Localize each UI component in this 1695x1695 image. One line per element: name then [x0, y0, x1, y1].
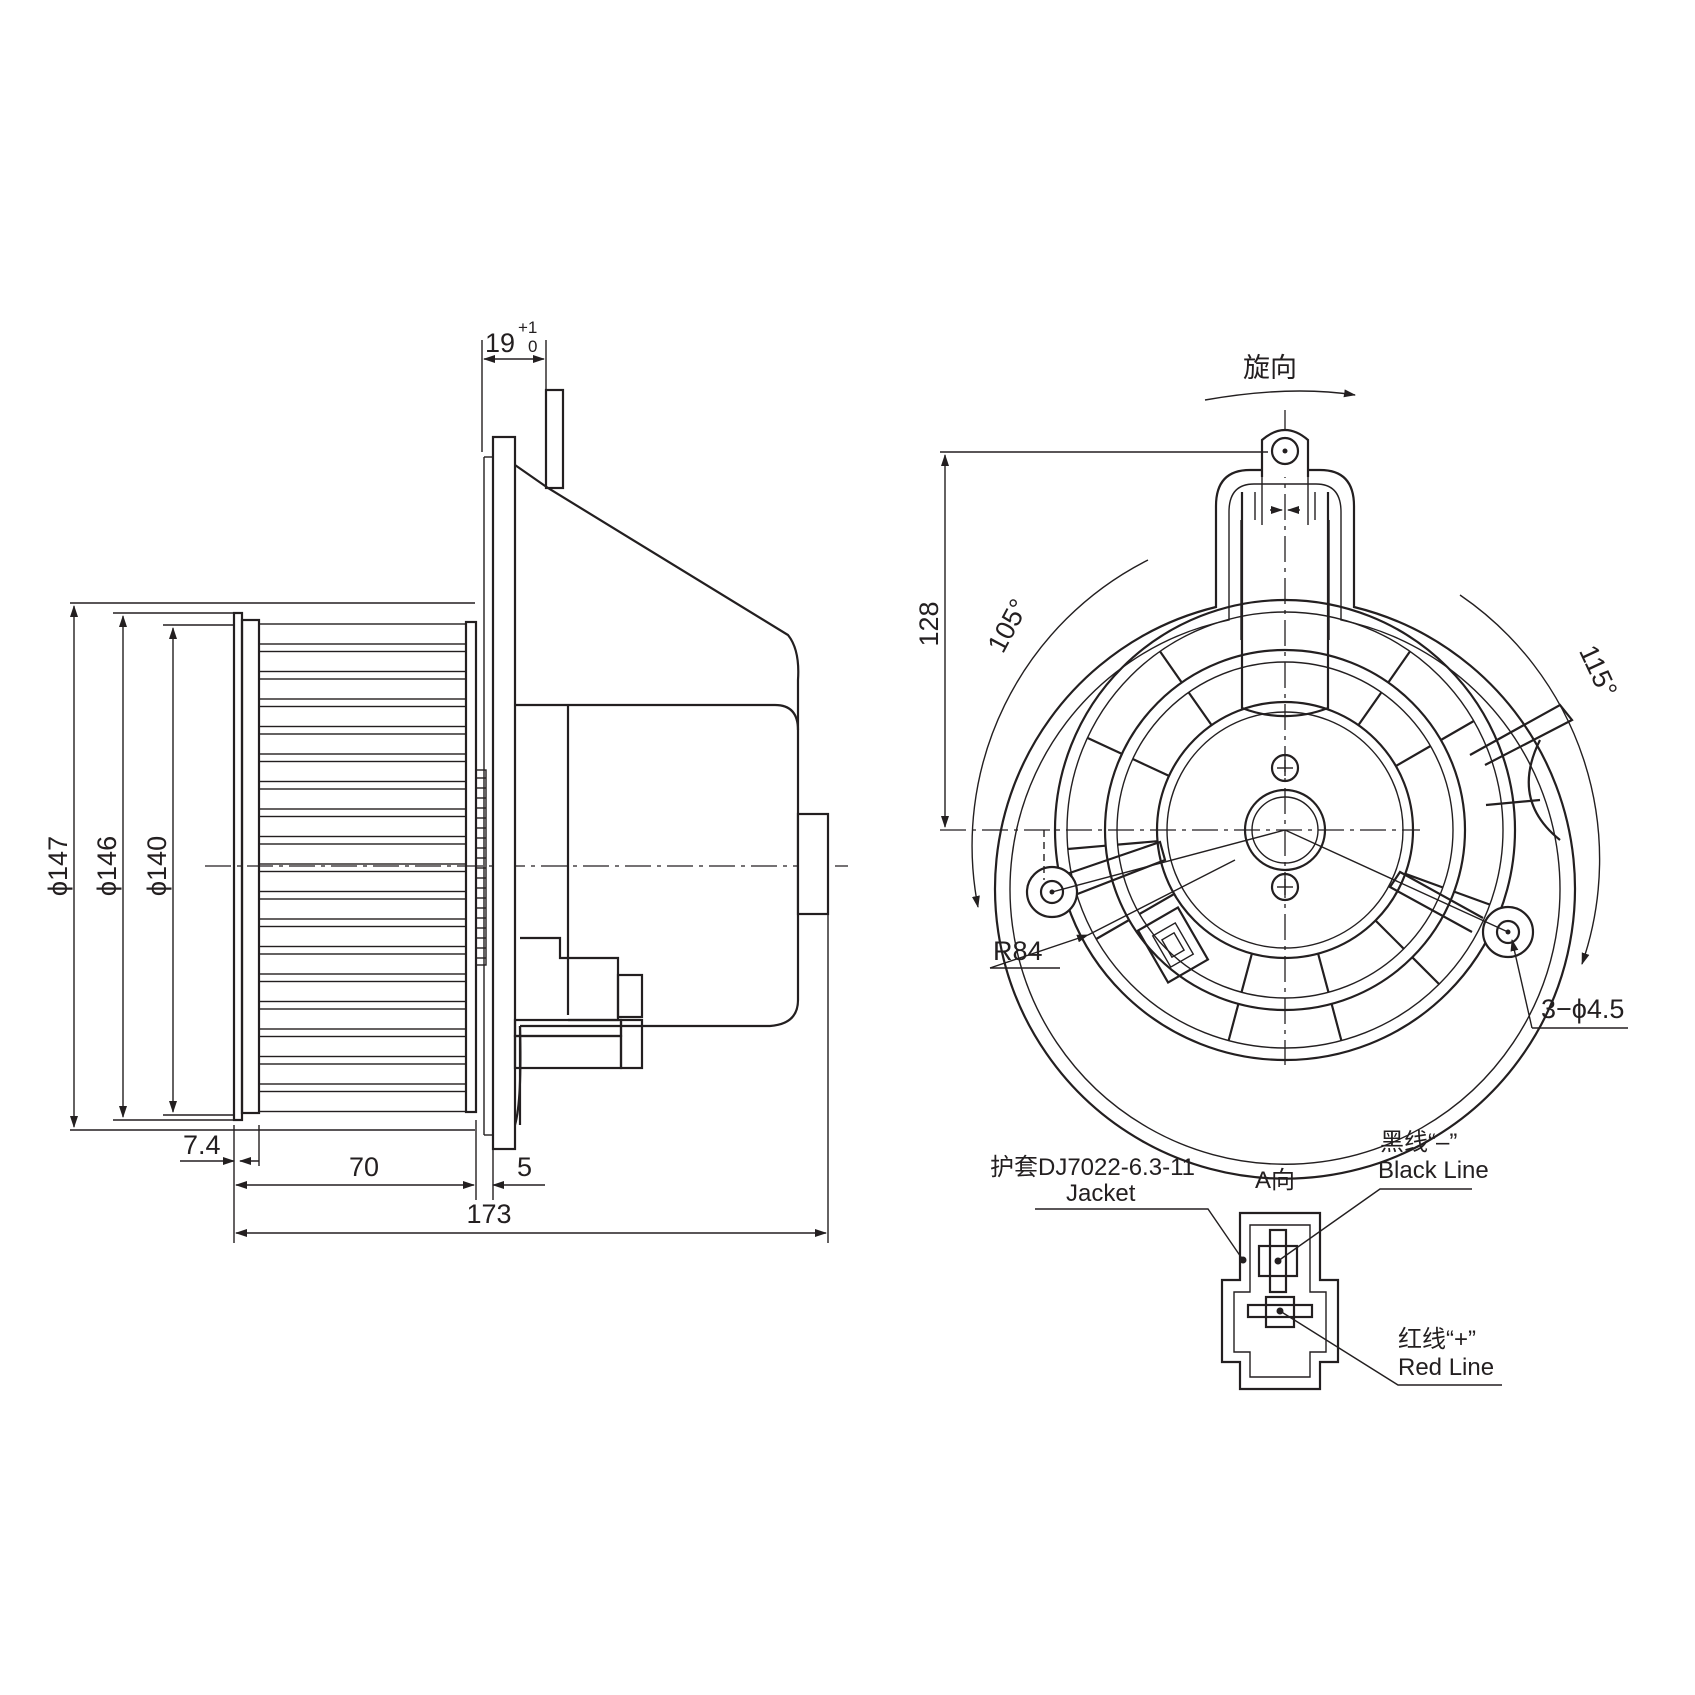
ring-spoke [1095, 919, 1130, 940]
ring-spoke [1117, 840, 1158, 846]
ring-spoke [1138, 893, 1175, 915]
ring-spoke [1227, 1003, 1240, 1041]
dim-label-173: 173 [466, 1199, 511, 1229]
motor-boss [1155, 700, 1415, 960]
fan-blade [258, 925, 467, 948]
dim-label-146: ϕ146 [92, 836, 122, 896]
ring-middle [1103, 648, 1467, 1012]
wheel-back-plate [464, 620, 478, 1114]
ring-spoke [1067, 844, 1106, 851]
angle-arc-105 [971, 559, 1149, 908]
radius-label: R84 [993, 936, 1043, 966]
tolerance-lower: 0 [528, 337, 537, 356]
top-tab [544, 388, 565, 490]
ring-spoke [1240, 953, 1253, 993]
holes-label: 3−ϕ4.5 [1541, 994, 1624, 1024]
fan-blade [258, 1035, 467, 1058]
fan-blade [258, 1090, 467, 1113]
wheel-blades [258, 623, 467, 1113]
view-a-label: A向 [1255, 1167, 1295, 1194]
front-view: 128 105° 115° 旋向 R84 3−ϕ4.5 [914, 353, 1628, 1180]
ring-spoke [1374, 919, 1405, 950]
jacket-leader [1035, 1208, 1244, 1261]
shaft-hole [1243, 788, 1327, 872]
fan-blade [258, 898, 467, 920]
connector-bracket-top [513, 1018, 623, 1038]
fan-blade [258, 870, 467, 893]
side-view: ϕ147 ϕ146 ϕ140 7.4 70 5 173 19 +1 0 [43, 318, 848, 1243]
black-line-label-en: Black Line [1378, 1157, 1489, 1184]
dim-label-140: ϕ140 [142, 836, 172, 896]
angle-label-115: 115° [1573, 640, 1623, 701]
ring-spoke [1411, 956, 1440, 985]
tolerance-upper: +1 [518, 318, 537, 337]
red-terminal [1246, 1303, 1314, 1319]
fan-blade [258, 843, 467, 865]
left-mount-arm [1054, 840, 1167, 902]
dim-label-128: 128 [914, 601, 944, 646]
ring-spoke [1440, 720, 1475, 741]
ring-spoke [1086, 736, 1123, 755]
face-connector [1136, 906, 1210, 984]
ring-spoke [1317, 953, 1330, 993]
fan-blade [258, 623, 467, 645]
connector-housing-inner [1233, 1224, 1327, 1378]
red-line-leader [1279, 1310, 1502, 1386]
connector-housing-outer [1220, 1211, 1340, 1391]
rotation-arrow [1204, 389, 1356, 401]
connector-cap [616, 973, 644, 1019]
fan-blade [258, 953, 467, 975]
ring-spoke [1132, 758, 1170, 777]
motor-body-top [515, 703, 800, 731]
fan-blade [258, 733, 467, 755]
fan-blade [258, 760, 467, 783]
rotation-label: 旋向 [1243, 353, 1297, 383]
jacket-label-en: Jacket [1066, 1180, 1136, 1207]
fan-blade [258, 1063, 467, 1085]
ring-spoke [1453, 890, 1491, 906]
jacket-label-cn: 护套DJ7022-6.3-11 [990, 1154, 1195, 1181]
scroll-outline-outer [993, 468, 1577, 1180]
right-mount-arm [1388, 870, 1484, 933]
red-line-label-cn: 红线“+” [1398, 1326, 1476, 1353]
ring-spoke [1187, 691, 1213, 726]
fan-blade [258, 980, 467, 1003]
dim-label-70: 70 [349, 1152, 379, 1182]
connector-bracket [513, 1034, 623, 1070]
black-line-label-cn: 黑线“–” [1380, 1129, 1457, 1156]
inlet-tab [1469, 703, 1574, 766]
fan-blade [258, 705, 467, 728]
ring-spokes [1067, 650, 1491, 1041]
screw-top [1270, 753, 1300, 783]
ring-spoke [1395, 745, 1432, 767]
motor-end-cap [796, 812, 830, 916]
ring-spoke [1404, 872, 1444, 889]
dim-label-5: 5 [517, 1152, 532, 1182]
dim-label-7-4: 7.4 [183, 1130, 221, 1160]
wheel-hub-ring [240, 618, 261, 1115]
ring-spoke [1330, 1003, 1343, 1041]
dim-label-147: ϕ147 [43, 836, 73, 896]
angle-arc-115 [1459, 594, 1601, 965]
ring-spoke [1357, 691, 1383, 726]
fan-blade [258, 650, 467, 673]
fan-blade [258, 788, 467, 810]
mounting-flange [491, 435, 517, 1151]
screw-bottom [1270, 872, 1300, 902]
dim-label-19: 19 [485, 328, 515, 358]
black-line-leader [1277, 1188, 1472, 1262]
fan-blade [258, 1008, 467, 1030]
connector-view: 护套DJ7022-6.3-11 Jacket A向 黑线“–” Black Li… [990, 1129, 1502, 1391]
scroll-housing [514, 464, 800, 1028]
ring-outer [1053, 598, 1517, 1062]
red-line-label-en: Red Line [1398, 1354, 1494, 1381]
angle-label-105: 105° [982, 594, 1035, 657]
fan-blade [258, 815, 467, 838]
ring-spoke [1387, 650, 1411, 684]
black-terminal [1257, 1244, 1299, 1278]
fan-blade [258, 678, 467, 700]
ring-spoke [1159, 650, 1183, 684]
